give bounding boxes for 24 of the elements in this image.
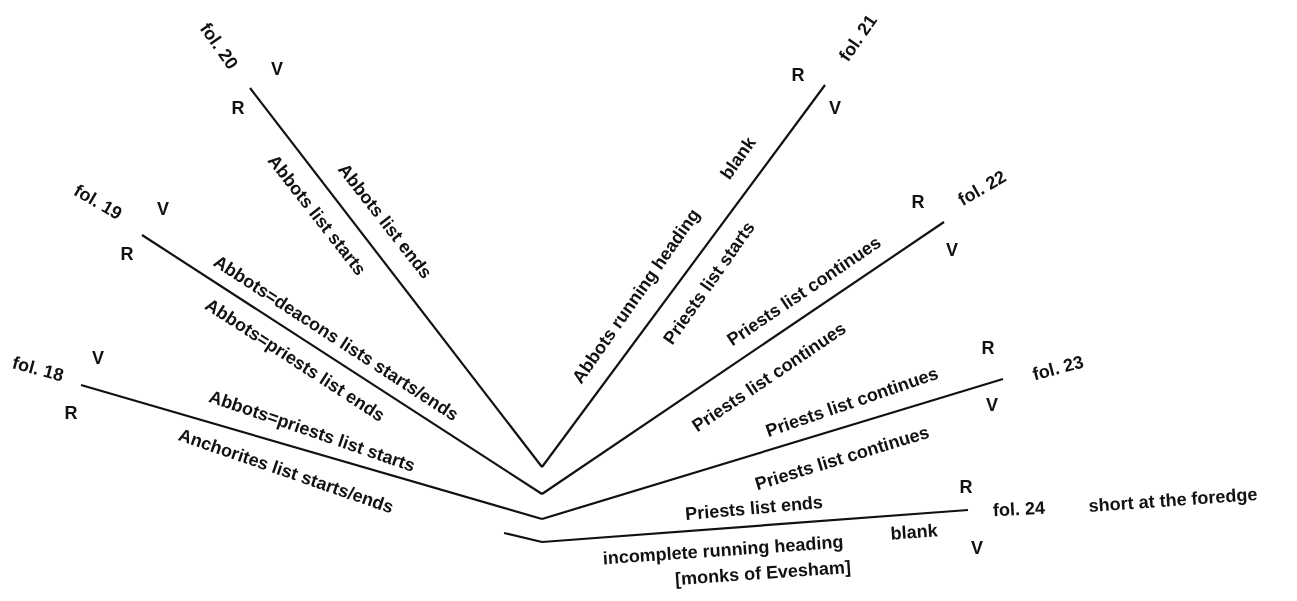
side-mark: V <box>157 200 169 218</box>
folio-number: fol. 21 <box>835 11 881 65</box>
side-mark: V <box>971 539 983 557</box>
side-mark: R <box>231 99 245 117</box>
leaf-note: blank <box>889 521 939 543</box>
side-mark: V <box>271 60 283 78</box>
side-mark: V <box>92 349 104 367</box>
side-mark: V <box>946 241 958 259</box>
side-mark: R <box>959 478 973 496</box>
folio-number: fol. 24 <box>992 498 1046 520</box>
leaf-note: short at the foredge <box>1088 485 1258 515</box>
side-mark: R <box>64 404 78 422</box>
side-mark: R <box>120 245 134 263</box>
side-mark: R <box>791 66 805 84</box>
folio-number: fol. 20 <box>196 19 242 73</box>
side-mark: R <box>911 193 925 211</box>
folio-number: fol. 19 <box>71 181 125 223</box>
side-mark: V <box>986 396 998 414</box>
folio-number: fol. 23 <box>1030 352 1086 384</box>
side-mark: V <box>829 99 841 117</box>
folio-number: fol. 18 <box>10 353 66 385</box>
folio-number: fol. 22 <box>955 167 1009 209</box>
side-mark: R <box>981 339 995 357</box>
leaf-note: Priests list ends <box>684 493 824 523</box>
